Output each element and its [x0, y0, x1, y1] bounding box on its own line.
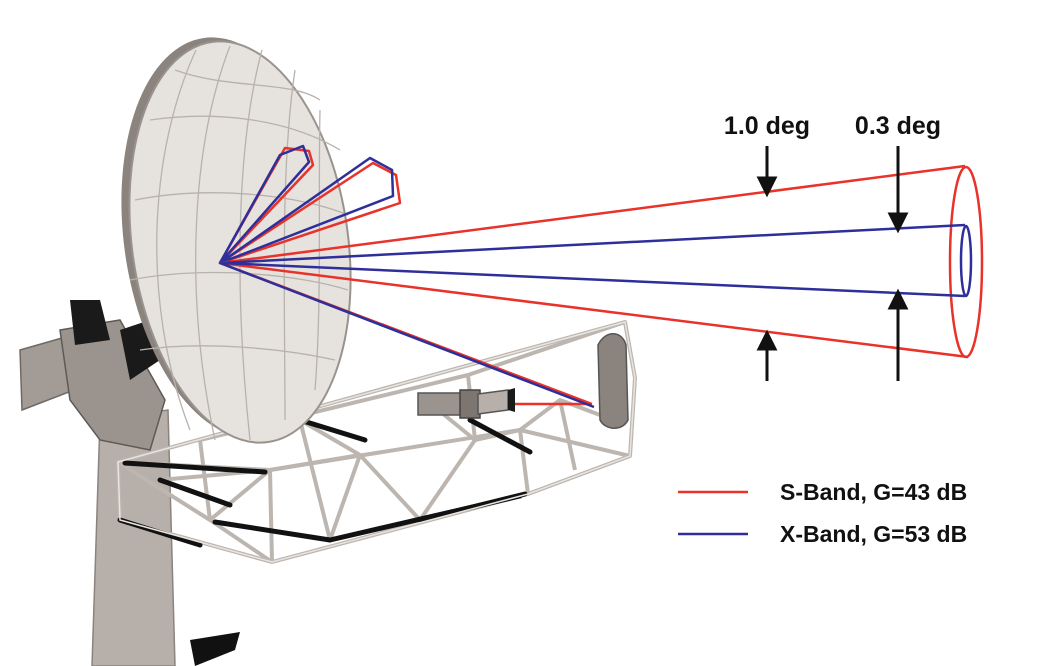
x-band-beamwidth-label: 0.3 deg — [855, 112, 941, 140]
legend-label-x-band: X-Band, G=53 dB — [780, 521, 967, 547]
s-band-beam-end — [948, 165, 984, 359]
beamwidth-arrows — [756, 146, 909, 381]
legend: S-Band, G=43 dB X-Band, G=53 dB — [678, 479, 967, 547]
feed-horn — [417, 388, 515, 419]
s-band-beamwidth-label: 1.0 deg — [724, 112, 810, 140]
x-band-feed-path — [219, 261, 595, 409]
truss-dark-members — [117, 417, 533, 548]
x-band-beam-end — [959, 224, 973, 298]
antenna-pedestal — [19, 300, 240, 666]
s-band-main-beam — [219, 164, 969, 359]
x-band-main-beam — [219, 223, 966, 298]
main-beams — [219, 164, 984, 409]
subreflector — [597, 333, 629, 429]
legend-label-s-band: S-Band, G=43 dB — [780, 479, 967, 505]
